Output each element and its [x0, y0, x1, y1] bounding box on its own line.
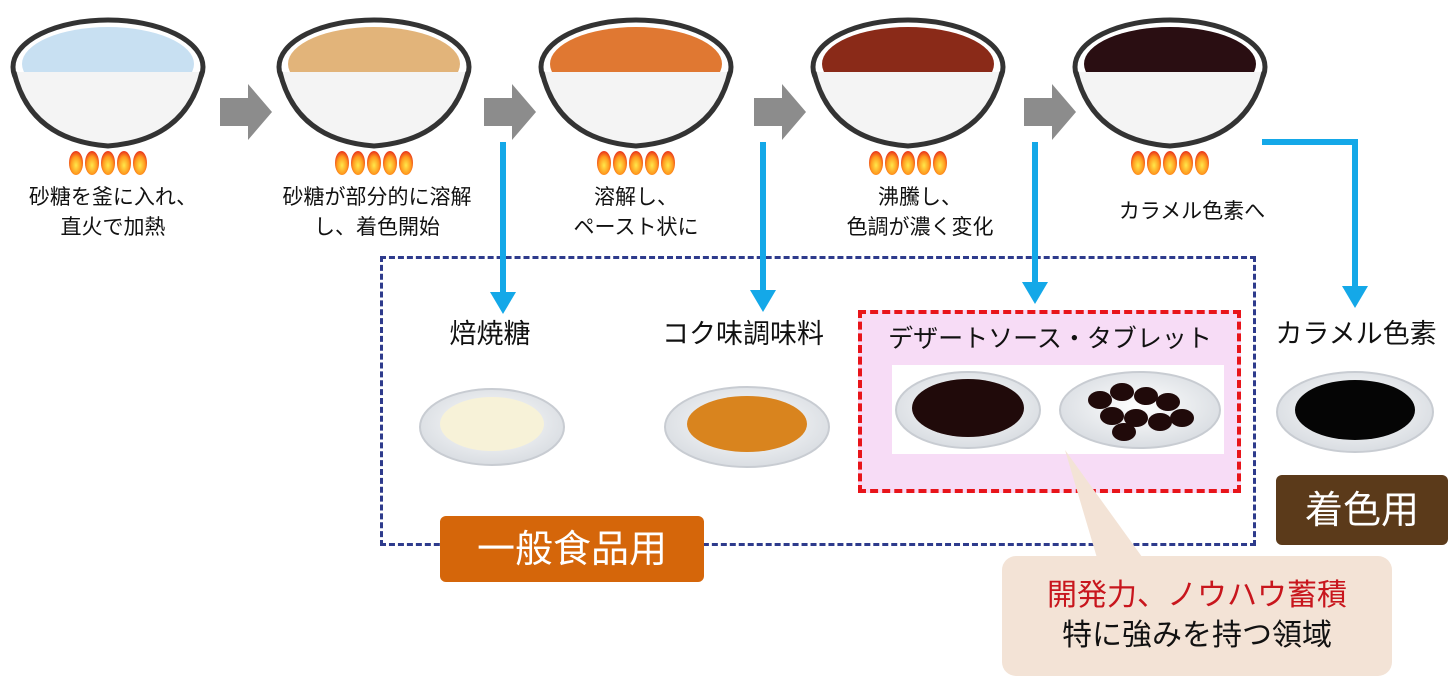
dish-dessert-tablets [1059, 371, 1221, 449]
burner-flames [597, 151, 675, 175]
pot-5 [1072, 17, 1268, 175]
step-caption-3: 溶解し、 ペースト状に [573, 185, 699, 239]
dish-roasted-sugar-contents [440, 397, 544, 451]
callout-line-2: 特に強みを持つ領域 [1062, 618, 1332, 653]
tablets [1088, 383, 1194, 441]
general-food-group-box [380, 256, 1256, 546]
step-caption-5: カラメル色素へ [1118, 199, 1266, 223]
dish-roasted-sugar [419, 388, 565, 466]
pot-1 [10, 17, 206, 175]
burner-flames [869, 151, 947, 175]
coloring-use-tag: 着色用 [1276, 475, 1448, 545]
process-arrow-2 [484, 84, 536, 140]
burner-flames [69, 151, 147, 175]
process-arrow-4 [1024, 84, 1076, 140]
burner-flames [335, 151, 413, 175]
pot-2 [276, 17, 472, 175]
process-arrow-3 [754, 84, 806, 140]
step-caption-4: 沸騰し、 色調が濃く変化 [846, 185, 994, 239]
product-label-caramel-color: カラメル色素 [1275, 319, 1437, 350]
branch-arrow-dessert [1022, 142, 1048, 304]
pot-3 [538, 17, 734, 175]
branch-arrow-caramel-color [1262, 139, 1368, 308]
burner-flames [1131, 151, 1209, 175]
product-label-dessert: デザートソース・タブレット [888, 324, 1212, 353]
step-caption-1: 砂糖を釜に入れ、 直火で加熱 [28, 185, 198, 239]
step-caption-2: 砂糖が部分的に溶解 し、着色開始 [282, 185, 472, 239]
dish-koku-seasoning [664, 386, 830, 468]
dish-caramel-color-contents [1295, 380, 1415, 440]
dish-dessert-sauce-contents [912, 379, 1024, 437]
general-food-use-tag: 一般食品用 [440, 516, 704, 582]
pot-4 [810, 17, 1006, 175]
callout-line-1: 開発力、ノウハウ蓄積 [1047, 578, 1347, 613]
strength-callout-text: 開発力、ノウハウ蓄積 特に強みを持つ領域 [1002, 576, 1392, 656]
dish-dessert-sauce [895, 371, 1041, 449]
branch-arrow-koku-seasoning [750, 142, 776, 312]
product-label-roasted-sugar: 焙焼糖 [449, 319, 531, 350]
branch-arrow-roasted-sugar [490, 142, 516, 314]
strength-callout-bubble [1002, 450, 1392, 676]
dish-koku-seasoning-contents [687, 396, 807, 452]
process-arrow-1 [220, 84, 272, 140]
product-label-koku-seasoning: コク味調味料 [662, 319, 824, 350]
dish-caramel-color [1276, 371, 1434, 453]
